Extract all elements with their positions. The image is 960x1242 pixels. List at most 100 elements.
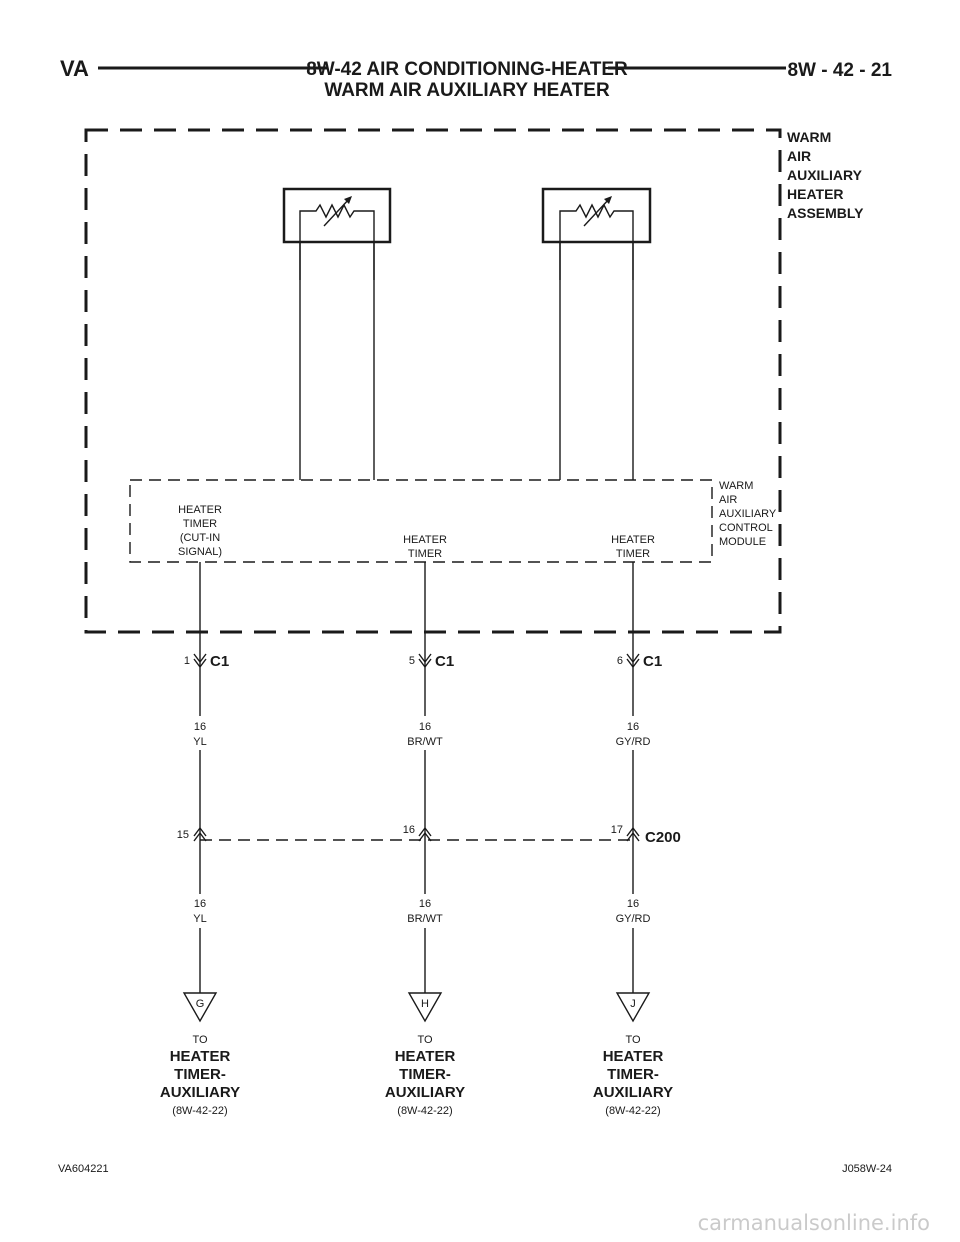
wire-gauge: 16: [627, 721, 639, 733]
pin-label-line: TIMER: [183, 518, 217, 530]
c200-pin-number: 17: [611, 824, 623, 836]
destination-name-line: HEATER: [170, 1048, 231, 1065]
destination-label-h: TO HEATER TIMER- AUXILIARY (8W-42-22): [385, 1034, 465, 1117]
module-pin-label-6: HEATER TIMER: [611, 534, 655, 560]
wire-color: BR/WT: [407, 913, 443, 925]
variable-arrow-head-icon: [604, 196, 612, 204]
destination-name-line: TIMER-: [174, 1066, 226, 1083]
wire-label-bg: [606, 894, 660, 928]
destination-reference: (8W-42-22): [605, 1105, 660, 1117]
pin-label-line: HEATER: [178, 504, 222, 516]
destination-triangle-icon: [182, 992, 218, 1023]
pin-label-line: HEATER: [403, 534, 447, 546]
wire-color: YL: [193, 736, 206, 748]
destination-label-g: TO HEATER TIMER- AUXILIARY (8W-42-22): [160, 1034, 240, 1117]
c200-pin-number: 15: [177, 829, 189, 841]
connector-pin-icon: [626, 831, 640, 842]
destination-name-line: AUXILIARY: [160, 1084, 240, 1101]
wire-label-bg: [180, 894, 220, 928]
pin-label-line: TIMER: [616, 548, 650, 560]
assembly-label-line: AUXILIARY: [787, 167, 863, 183]
header-title: 8W-42 AIR CONDITIONING-HEATER: [306, 59, 628, 80]
wire-color: GY/RD: [616, 736, 651, 748]
wire-label-bg: [398, 716, 452, 750]
wire-label-bg: [180, 716, 220, 750]
wire-gauge: 16: [627, 898, 639, 910]
resistor-zigzag-icon: [299, 203, 375, 280]
assembly-label-line: HEATER: [787, 186, 844, 202]
header-page-number: 8W - 42 - 21: [787, 60, 892, 81]
variable-resistor-left: [282, 187, 392, 280]
c200-connector-name: C200: [645, 829, 681, 846]
footer-right-code: J058W-24: [842, 1163, 892, 1175]
module-label-line: AUXILIARY: [719, 508, 777, 520]
pin-label-line: SIGNAL): [178, 546, 222, 558]
connector-pin-icon: [626, 826, 640, 837]
watermark-text: carmanualsonline.info: [698, 1211, 930, 1235]
wire-color: BR/WT: [407, 736, 443, 748]
module-label-line: WARM: [719, 480, 753, 492]
destination-reference: (8W-42-22): [397, 1105, 452, 1117]
connector-pin-icon: [193, 826, 207, 837]
connector-pin-icon: [193, 831, 207, 842]
c200-pin-icons: [193, 826, 640, 842]
destination-letter: G: [196, 998, 205, 1010]
c1-connector-name: C1: [435, 653, 454, 670]
destination-label-j: TO HEATER TIMER- AUXILIARY (8W-42-22): [593, 1034, 673, 1117]
destination-triangle-icon: [407, 992, 443, 1023]
resistor-housing: [541, 187, 652, 244]
control-module-label: WARM AIR AUXILIARY CONTROL MODULE: [719, 480, 777, 548]
header-left-code: VA: [60, 56, 89, 81]
assembly-label-line: WARM: [787, 129, 831, 145]
assembly-label-line: AIR: [787, 148, 811, 164]
wire-gauge: 16: [419, 721, 431, 733]
c1-connector-name: C1: [210, 653, 229, 670]
connector-pin-icon: [418, 831, 432, 842]
control-module-boundary: [129, 479, 713, 563]
destination-name-line: AUXILIARY: [385, 1084, 465, 1101]
variable-arrow-icon: [323, 197, 351, 227]
module-label-line: CONTROL: [719, 522, 773, 534]
footer-left-code: VA604221: [58, 1163, 109, 1175]
c1-pin-number: 5: [409, 655, 415, 667]
module-pin-label-5: HEATER TIMER: [403, 534, 447, 560]
c1-pin-number: 1: [184, 655, 190, 667]
c1-pin-number: 6: [617, 655, 623, 667]
connector-pin-icon: [418, 658, 432, 669]
connector-pin-icon: [193, 658, 207, 669]
pin-label-line: HEATER: [611, 534, 655, 546]
connector-pin-icon: [626, 653, 640, 664]
variable-resistor-right: [541, 187, 652, 280]
page-header: VA 8W-42 AIR CONDITIONING-HEATER 8W - 42…: [60, 56, 892, 101]
connector-pin-icon: [418, 653, 432, 664]
module-label-line: AIR: [719, 494, 737, 506]
destination-to: TO: [417, 1034, 433, 1046]
variable-arrow-head-icon: [344, 196, 352, 204]
destination-triangle-icon: [615, 992, 651, 1023]
destination-letter: J: [630, 998, 636, 1010]
pin-label-line: TIMER: [408, 548, 442, 560]
circuit-wires: [199, 562, 634, 993]
variable-arrow-icon: [583, 197, 611, 227]
destination-name-line: TIMER-: [607, 1066, 659, 1083]
header-subtitle: WARM AIR AUXILIARY HEATER: [324, 80, 610, 101]
destination-letter: H: [421, 998, 429, 1010]
wire-color: YL: [193, 913, 206, 925]
wire-color: GY/RD: [616, 913, 651, 925]
destination-to: TO: [192, 1034, 208, 1046]
resistor-leads: [299, 242, 634, 480]
module-label-line: MODULE: [719, 536, 766, 548]
wire-gauge: 16: [194, 898, 206, 910]
connector-pin-icon: [418, 826, 432, 837]
c1-pin-icons: [193, 653, 640, 669]
destination-reference: (8W-42-22): [172, 1105, 227, 1117]
module-pin-label-1: HEATER TIMER (CUT-IN SIGNAL): [178, 504, 222, 558]
wire-label-bg: [398, 894, 452, 928]
connector-pin-icon: [193, 653, 207, 664]
assembly-label: WARM AIR AUXILIARY HEATER ASSEMBLY: [787, 129, 864, 221]
destination-to: TO: [625, 1034, 641, 1046]
wire-label-bg: [606, 716, 660, 750]
destination-name-line: AUXILIARY: [593, 1084, 673, 1101]
c200-pin-number: 16: [403, 824, 415, 836]
